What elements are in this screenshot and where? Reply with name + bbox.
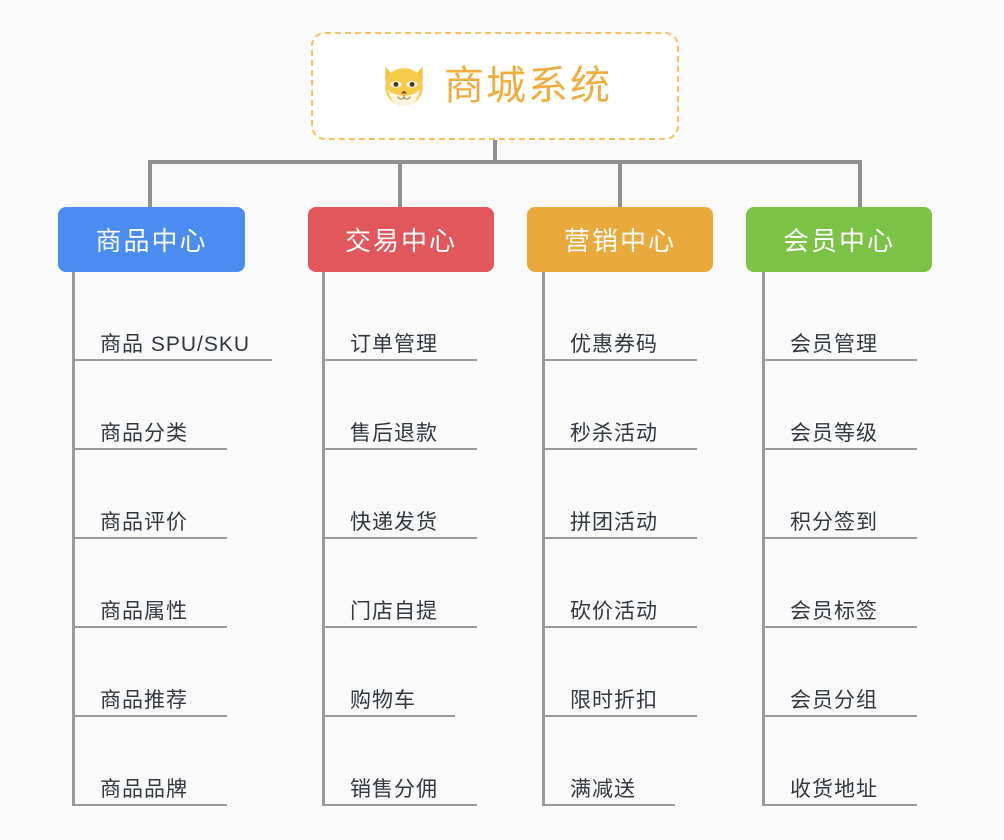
category-header-label: 会员中心	[782, 226, 895, 256]
connector-drop-trade-center	[398, 160, 402, 207]
leaf-item-underline	[72, 715, 227, 717]
leaf-item-label: 商品评价	[100, 510, 188, 534]
shiba-dog-face-icon	[385, 66, 423, 107]
branch-spine-trade-center	[322, 272, 325, 806]
leaf-item[interactable]: 限时折扣	[542, 628, 697, 717]
leaf-item[interactable]: 拼团活动	[542, 450, 697, 539]
leaf-item[interactable]: 优惠券码	[542, 272, 697, 361]
leaf-item-label: 购物车	[350, 688, 416, 712]
leaf-item-label: 会员管理	[790, 332, 878, 356]
leaf-item-underline	[322, 626, 477, 628]
leaf-item-underline	[542, 715, 697, 717]
leaf-item[interactable]: 收货地址	[762, 717, 917, 806]
leaf-item-underline	[72, 626, 227, 628]
leaf-item-underline	[322, 537, 477, 539]
leaf-item-label: 满减送	[570, 777, 636, 801]
leaf-item[interactable]: 商品推荐	[72, 628, 227, 717]
leaf-item-label: 订单管理	[350, 332, 438, 356]
category-header-label: 营销中心	[563, 226, 676, 256]
leaf-item-underline	[322, 715, 455, 717]
leaf-item-label: 商品 SPU/SKU	[100, 332, 251, 356]
leaf-item[interactable]: 会员管理	[762, 272, 917, 361]
leaf-item-label: 商品品牌	[100, 777, 188, 801]
leaf-item-underline	[542, 537, 697, 539]
connector-stem	[493, 140, 497, 164]
leaf-item[interactable]: 满减送	[542, 717, 675, 806]
leaf-item-underline	[72, 804, 227, 806]
leaf-item-label: 限时折扣	[570, 688, 658, 712]
leaf-item[interactable]: 商品品牌	[72, 717, 227, 806]
branch-spine-product-center	[72, 272, 75, 806]
category-header-product-center[interactable]: 商品中心	[58, 207, 245, 272]
connector-drop-member-center	[858, 160, 862, 207]
leaf-item-underline	[762, 626, 917, 628]
leaf-item-label: 砍价活动	[570, 599, 658, 623]
connector-bus	[148, 160, 862, 164]
leaf-item[interactable]: 售后退款	[322, 361, 477, 450]
leaf-item[interactable]: 商品分类	[72, 361, 227, 450]
leaf-item-underline	[322, 359, 477, 361]
category-header-member-center[interactable]: 会员中心	[746, 207, 932, 272]
category-header-trade-center[interactable]: 交易中心	[308, 207, 494, 272]
leaf-item-underline	[762, 537, 917, 539]
leaf-item[interactable]: 商品属性	[72, 539, 227, 628]
leaf-item[interactable]: 秒杀活动	[542, 361, 697, 450]
leaf-item-label: 快递发货	[350, 510, 438, 534]
leaf-item-underline	[762, 715, 917, 717]
root-node[interactable]: 商城系统	[311, 32, 679, 140]
leaf-item-label: 积分签到	[790, 510, 878, 534]
leaf-item-underline	[762, 448, 917, 450]
leaf-item-underline	[762, 804, 917, 806]
leaf-item-underline	[72, 359, 272, 361]
category-header-label: 商品中心	[95, 226, 208, 256]
leaf-item-underline	[72, 448, 227, 450]
leaf-item-label: 售后退款	[350, 421, 438, 445]
leaf-item-label: 会员标签	[790, 599, 878, 623]
leaf-item[interactable]: 门店自提	[322, 539, 477, 628]
leaf-item-label: 拼团活动	[570, 510, 658, 534]
leaf-item-label: 秒杀活动	[570, 421, 658, 445]
leaf-item[interactable]: 购物车	[322, 628, 455, 717]
leaf-item[interactable]: 会员等级	[762, 361, 917, 450]
leaf-item-label: 优惠券码	[570, 332, 658, 356]
leaf-item-underline	[322, 804, 477, 806]
connector-drop-product-center	[148, 160, 152, 207]
branch-spine-marketing-center	[542, 272, 545, 806]
leaf-item-label: 门店自提	[350, 599, 438, 623]
leaf-item[interactable]: 商品评价	[72, 450, 227, 539]
leaf-item-underline	[542, 359, 697, 361]
leaf-item-label: 会员分组	[790, 688, 878, 712]
category-header-label: 交易中心	[344, 226, 457, 256]
leaf-item-label: 商品分类	[100, 421, 188, 445]
root-title: 商城系统	[444, 64, 612, 108]
leaf-item-underline	[542, 804, 675, 806]
leaf-item-underline	[72, 537, 227, 539]
leaf-item-underline	[542, 626, 697, 628]
connector-drop-marketing-center	[618, 160, 622, 207]
leaf-item-label: 商品推荐	[100, 688, 188, 712]
leaf-item-label: 收货地址	[790, 777, 878, 801]
leaf-item[interactable]: 会员分组	[762, 628, 917, 717]
leaf-item[interactable]: 会员标签	[762, 539, 917, 628]
leaf-item-underline	[322, 448, 477, 450]
leaf-item-label: 商品属性	[100, 599, 188, 623]
leaf-item[interactable]: 订单管理	[322, 272, 477, 361]
leaf-item-label: 会员等级	[790, 421, 878, 445]
leaf-item[interactable]: 砍价活动	[542, 539, 697, 628]
category-header-marketing-center[interactable]: 营销中心	[527, 207, 713, 272]
leaf-item-label: 销售分佣	[350, 777, 438, 801]
leaf-item[interactable]: 商品 SPU/SKU	[72, 272, 272, 361]
branch-spine-member-center	[762, 272, 765, 806]
leaf-item-underline	[762, 359, 917, 361]
leaf-item[interactable]: 销售分佣	[322, 717, 477, 806]
leaf-item-underline	[542, 448, 697, 450]
leaf-item[interactable]: 积分签到	[762, 450, 917, 539]
leaf-item[interactable]: 快递发货	[322, 450, 477, 539]
